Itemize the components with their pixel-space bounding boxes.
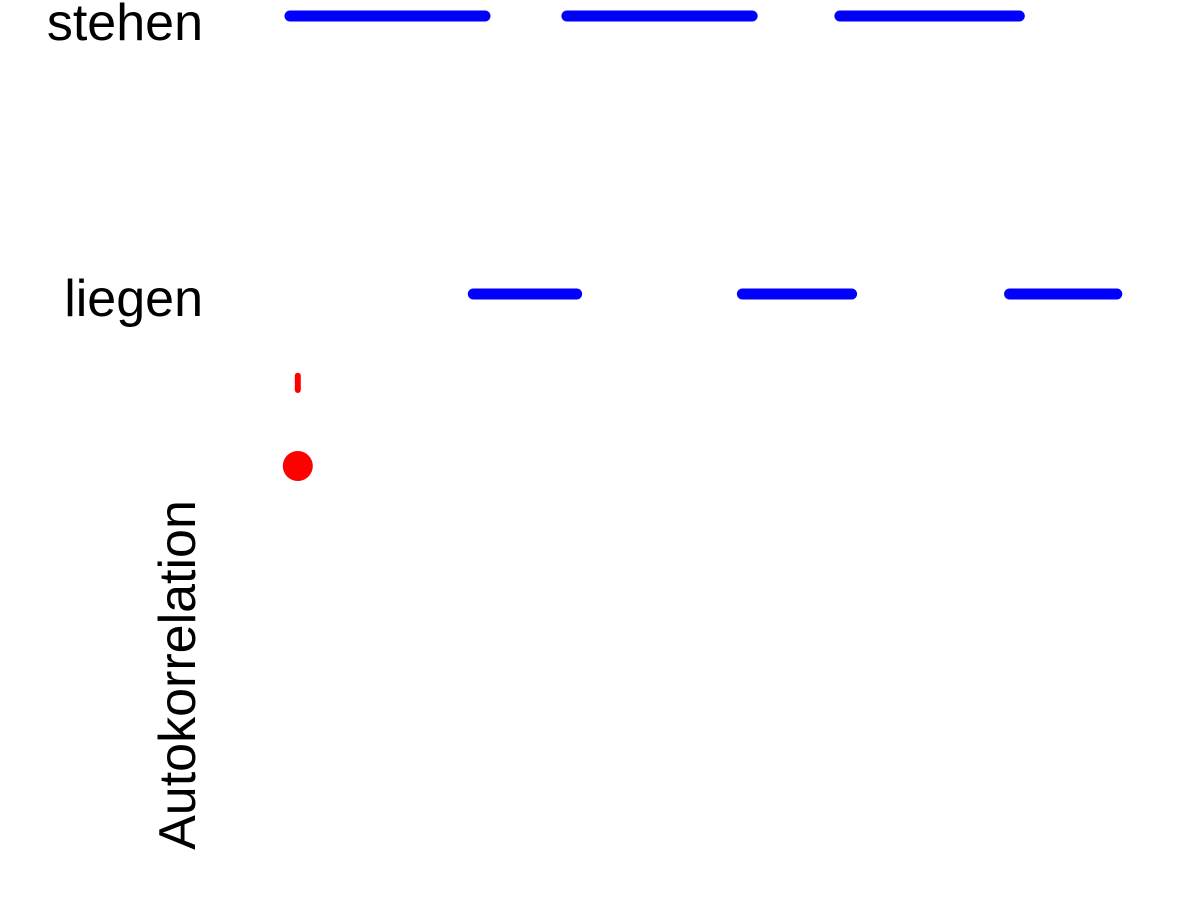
chart-marks: [282, 10, 1123, 481]
category-label-stehen: stehen: [47, 0, 203, 52]
category-label-liegen: liegen: [64, 270, 203, 328]
red-point-1: [282, 451, 313, 481]
y-axis-label: Autokorrelation: [149, 500, 207, 850]
